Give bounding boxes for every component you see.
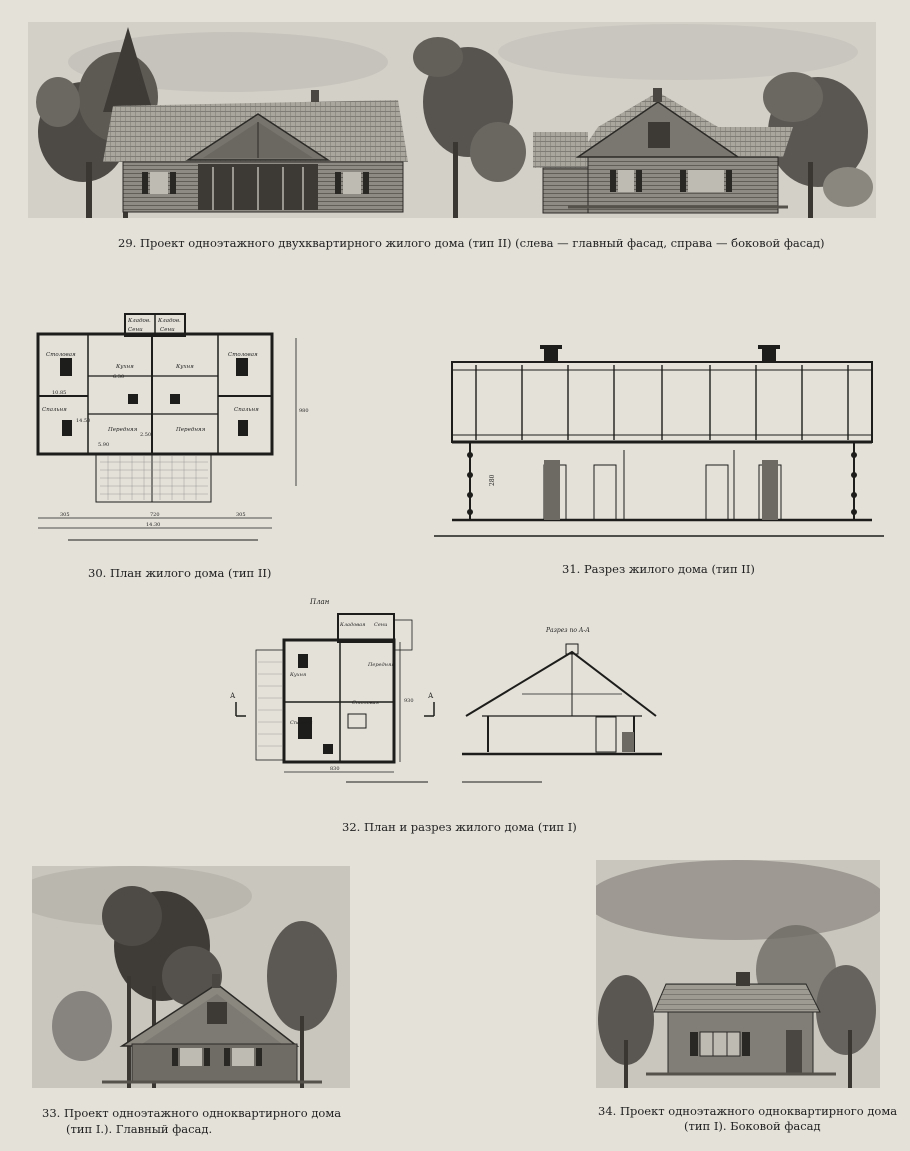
area-label: 6.30: [113, 374, 124, 380]
area-label: 10.85: [52, 390, 66, 396]
figure-30-floor-plan: Кладов. Кладов. Сени Сени Кухня Кухня Ст…: [28, 296, 312, 546]
plan-title: План: [309, 598, 330, 606]
house-main-facade: [103, 90, 408, 213]
plan-label-dining: Столовая: [352, 700, 379, 706]
figure-33-image: [32, 866, 350, 1088]
plan-label-hall: Передняя: [107, 427, 138, 433]
plan-label-storage: Кладовая: [339, 622, 365, 628]
dimension-label: 305: [236, 512, 246, 518]
figure-29-caption: 29. Проект одноэтажного двухквартирного …: [118, 236, 825, 250]
figure-34-image: [596, 860, 880, 1088]
tree-cluster-right: [763, 72, 873, 218]
plan-label-storage: Кладов.: [127, 318, 151, 324]
figure-32-section-drawing: Разрез по А-А: [462, 622, 662, 788]
figure-31-caption: 31. Разрез жилого дома (тип II): [562, 562, 755, 576]
figure-33-caption-line-2: (тип I.). Главный фасад.: [66, 1122, 213, 1136]
dimension-label: 720: [150, 512, 160, 518]
plan-label-storage: Кладов.: [157, 318, 181, 324]
house-side-facade: [646, 972, 836, 1076]
tree-cluster: [598, 965, 876, 1088]
dimension-label: 930: [404, 698, 414, 704]
dimension-label: 980: [299, 408, 309, 414]
plan-label-bedroom: Спальня: [234, 407, 259, 413]
figure-29-image: [28, 22, 876, 218]
house-facade: [102, 974, 322, 1084]
plan-label-bedroom: Спальня: [290, 720, 313, 726]
section-marker: А: [230, 692, 236, 700]
plan-label-dining: Столовая: [228, 352, 258, 358]
plan-label-hall: Передняя: [175, 427, 206, 433]
plan-label-vestibule: Сени: [128, 327, 143, 333]
section-marker: А: [428, 692, 434, 700]
dimension-label: 280: [489, 474, 496, 486]
tree-cluster: [52, 886, 337, 1088]
area-label: 5.90: [98, 442, 109, 448]
area-label: 2.50: [140, 432, 151, 438]
figure-34-caption-line-1: 34. Проект одноэтажного одноквартирного …: [598, 1104, 898, 1118]
dimension-label: 305: [60, 512, 70, 518]
plan-label-kitchen: Кухня: [289, 672, 306, 678]
plan-label-vestibule: Сени: [160, 327, 175, 333]
area-label: 14.50: [76, 418, 90, 424]
figure-32-caption: 32. План и разрез жилого дома (тип I): [342, 820, 577, 834]
plan-label-kitchen: Кухня: [115, 364, 134, 370]
figure-31-section: 280: [434, 340, 884, 542]
dimension-label: 830: [330, 766, 340, 772]
figure-33-caption-line-1: 33. Проект одноэтажного одноквартирного …: [42, 1106, 342, 1120]
plan-label-vestibule: Сени: [374, 622, 387, 628]
dimension-label: 14.30: [146, 522, 160, 528]
plan-label-kitchen: Кухня: [175, 364, 194, 370]
figure-32-plan-and-section: План Кладовая Сени Кухня Передняя: [228, 592, 550, 790]
plan-label-hall: Передняя: [367, 662, 395, 668]
figure-30-caption: 30. План жилого дома (тип II): [88, 566, 272, 580]
plan-label-bedroom: Спальня: [42, 407, 67, 413]
house-side-facade: [533, 88, 793, 214]
section-title: Разрез по А-А: [545, 627, 590, 634]
plan-label-dining: Столовая: [46, 352, 76, 358]
figure-34-caption-line-2: (тип I). Боковой фасад: [684, 1119, 821, 1133]
